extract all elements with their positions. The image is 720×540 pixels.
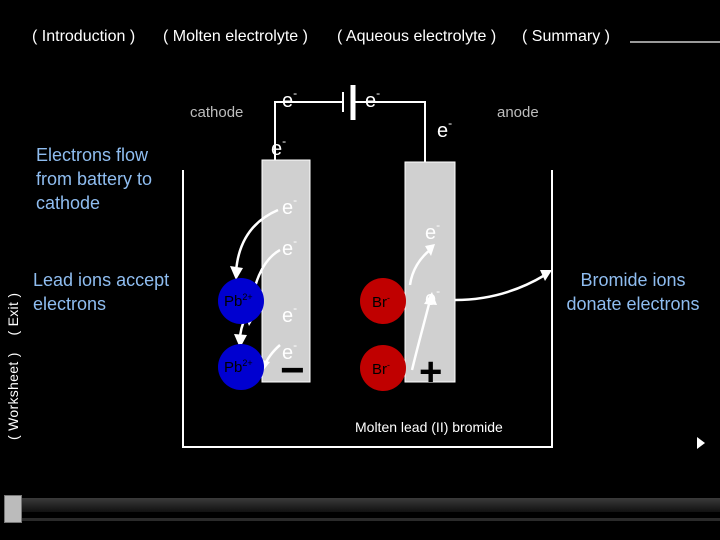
electron-label: e- (282, 86, 298, 112)
cathode-label: cathode (190, 104, 244, 121)
anode-label: anode (497, 104, 539, 121)
nav-summary[interactable]: ( Summary ) (522, 28, 610, 45)
bromide-ion (360, 345, 406, 391)
arrow-head (230, 266, 243, 280)
bromide-donate-text: Bromide ions donate electrons (566, 270, 700, 314)
beaker (182, 170, 553, 448)
bromide-ion-label: Br- (372, 360, 390, 378)
wire-right (354, 101, 426, 162)
lead-ion (218, 344, 264, 390)
nav-divider (630, 41, 720, 43)
lead-accept-text: Lead ions accept electrons (33, 270, 170, 314)
lead-ion-label: Pb2+ (224, 292, 253, 310)
diagram-caption: Molten lead (II) bromide (355, 419, 503, 435)
arrow-br-to-anode-2 (410, 299, 432, 371)
bromide-ion (360, 278, 406, 324)
nav-molten-electrolyte[interactable]: ( Molten electrolyte ) (163, 28, 308, 45)
electron-label: e- (282, 301, 298, 327)
electron-label: e- (271, 134, 287, 160)
electron-label: e- (282, 193, 298, 219)
arrow-head (425, 244, 435, 256)
nav-introduction[interactable]: ( Introduction ) (32, 28, 136, 45)
arrow-anode-to-label (454, 273, 546, 302)
lead-ion-label: Pb2+ (224, 358, 253, 376)
arrow-electron-to-pb-1 (234, 208, 279, 273)
bottom-bar (22, 498, 720, 512)
electron-label: e- (425, 218, 441, 244)
slide-thumbnail (4, 495, 22, 523)
next-slide-button[interactable] (697, 437, 705, 449)
electron-label: e- (282, 234, 298, 260)
electron-label: e- (425, 284, 441, 310)
electron-label: e- (437, 116, 453, 142)
arrow-br-to-anode-1 (408, 249, 431, 286)
cathode-minus-sign: − (280, 346, 305, 393)
electrons-flow-text: Electrons flow from battery to cathode (36, 145, 153, 213)
lead-ion (218, 278, 264, 324)
anode-plus-sign: + (419, 350, 443, 394)
cathode-electrode (261, 159, 311, 383)
electron-label: e- (282, 338, 298, 364)
arrow-head (234, 334, 247, 348)
electron-label: e- (365, 86, 381, 112)
bromide-ion-label: Br- (372, 293, 390, 311)
arrow-head (424, 292, 437, 305)
arrow-head (540, 270, 552, 281)
wire-left (274, 101, 342, 160)
nav-aqueous-electrolyte[interactable]: ( Aqueous electrolyte ) (337, 28, 497, 45)
bottom-bar-line (22, 518, 720, 521)
